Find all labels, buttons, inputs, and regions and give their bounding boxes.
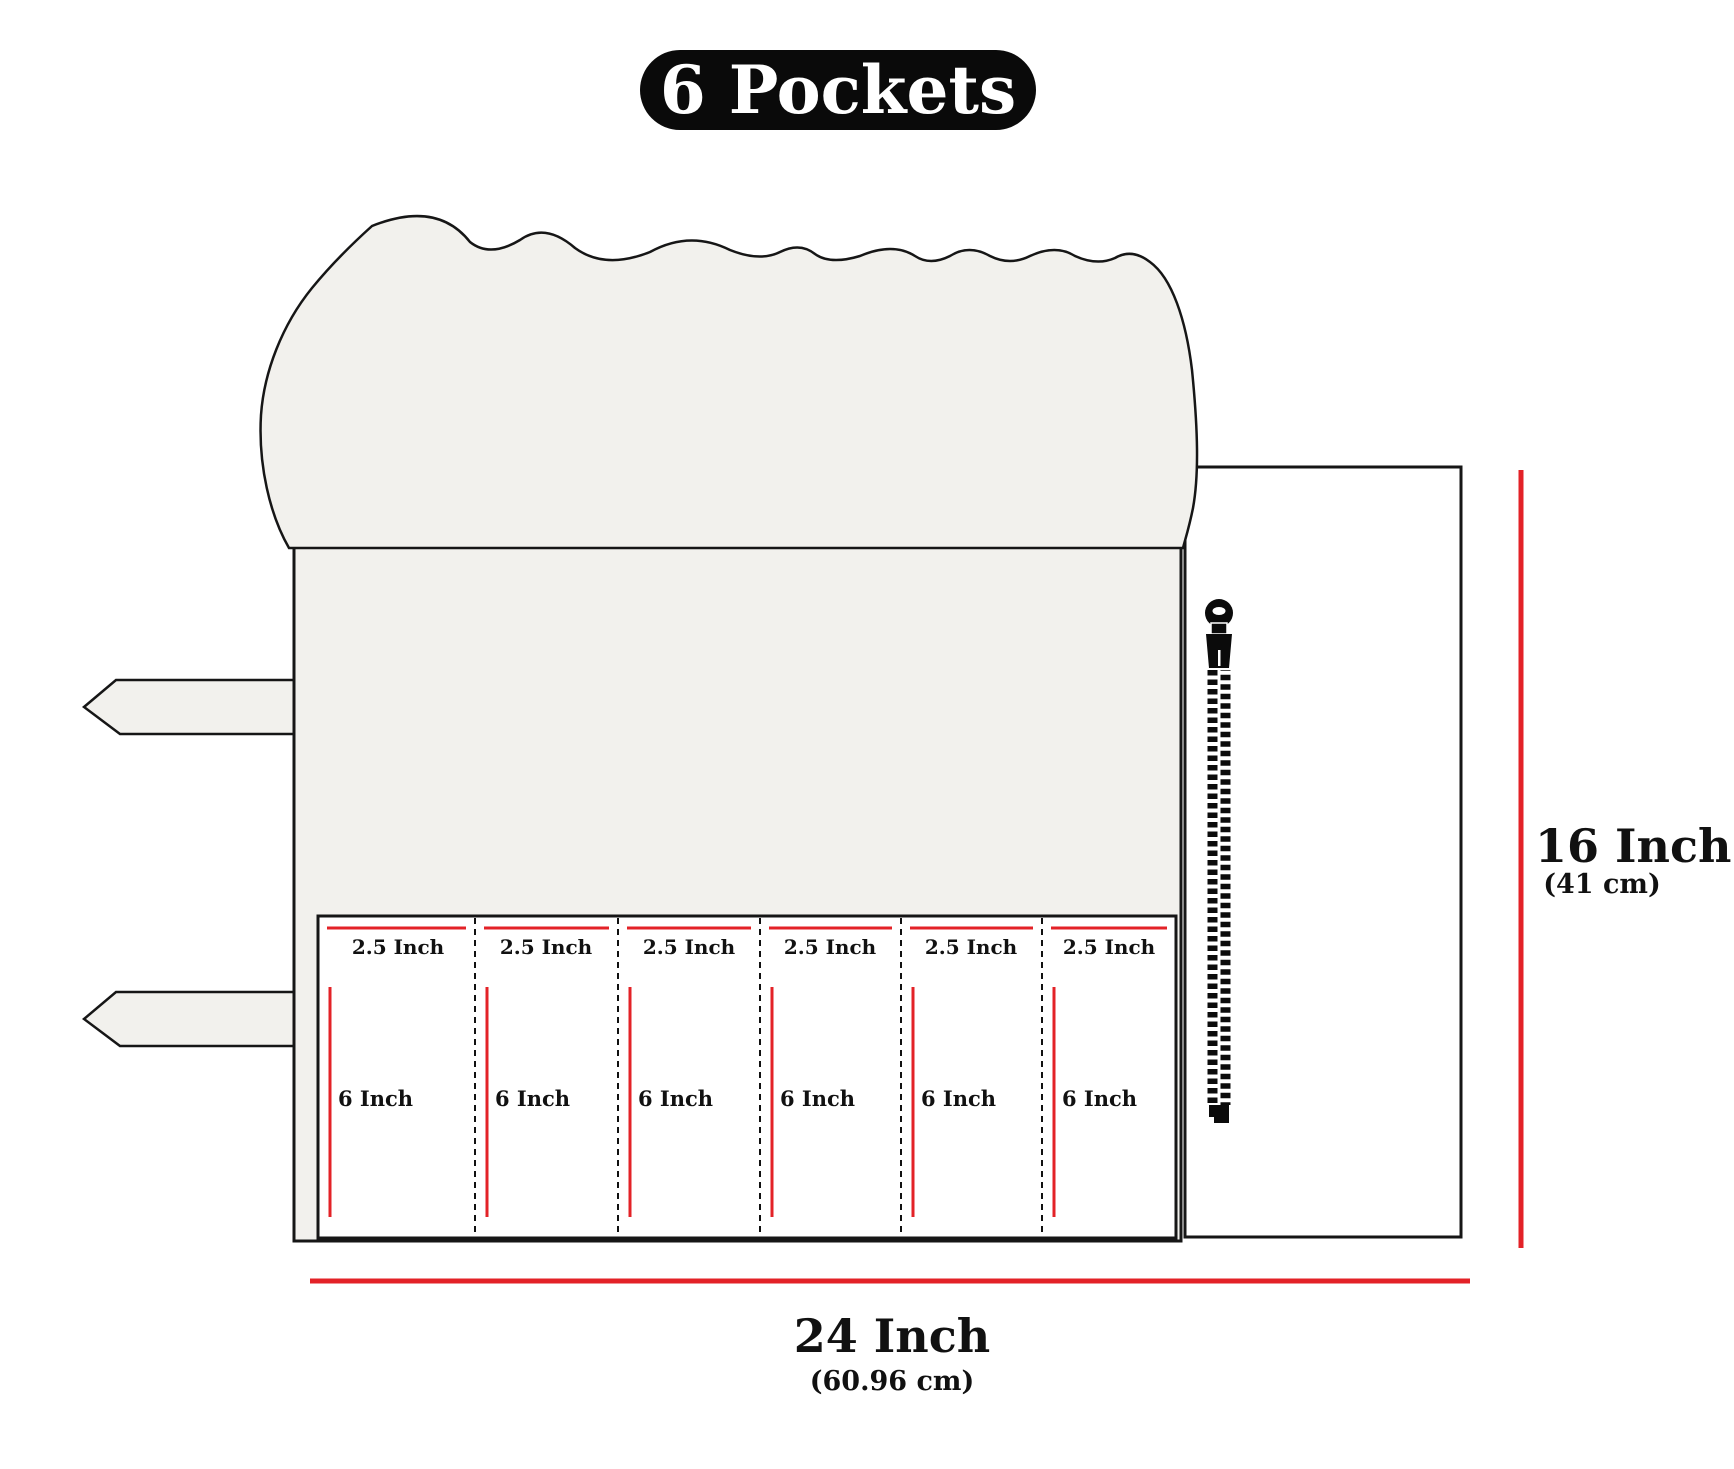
pocket-width-label: 2.5 Inch — [925, 935, 1018, 959]
zipper-pull-bail — [1210, 622, 1228, 635]
tie-strap-bottom — [81, 990, 300, 1048]
flap — [259, 214, 1199, 550]
pocket-width-label: 2.5 Inch — [352, 935, 445, 959]
pocket: 2.5 Inch 6 Inch — [484, 926, 609, 1217]
pocket-width-label: 2.5 Inch — [784, 935, 877, 959]
pocket: 2.5 Inch 6 Inch — [769, 926, 892, 1217]
zipper-pull-hole — [1212, 607, 1226, 615]
height-dimension: 16 Inch (41 cm) — [1518, 470, 1731, 1248]
pocket-height-label: 6 Inch — [780, 1086, 855, 1111]
pocket: 2.5 Inch 6 Inch — [627, 926, 751, 1217]
pocket-height-label: 6 Inch — [638, 1086, 713, 1111]
pocket-panel: 2.5 Inch 6 Inch 2.5 Inch 6 Inch 2.5 Inch… — [316, 914, 1178, 1240]
height-dimension-metric: (41 cm) — [1543, 869, 1661, 900]
pocket-height-label: 6 Inch — [495, 1086, 570, 1111]
pocket-height-label: 6 Inch — [1062, 1086, 1137, 1111]
height-dimension-label: 16 Inch — [1535, 819, 1731, 873]
pocket: 2.5 Inch 6 Inch — [1051, 926, 1167, 1217]
page-title: 6 Pockets — [660, 51, 1016, 129]
width-dimension-metric: (60.96 cm) — [810, 1366, 975, 1397]
pocket-width-label: 2.5 Inch — [643, 935, 736, 959]
zipper-icon — [1205, 599, 1233, 1123]
badge-pill — [640, 50, 1036, 130]
zipper-bottom-stop — [1209, 1105, 1229, 1123]
pocket-panel-outline — [316, 914, 1178, 1240]
pocket-height-label: 6 Inch — [338, 1086, 413, 1111]
pocket-height-label: 6 Inch — [921, 1086, 996, 1111]
width-dimension-label: 24 Inch — [794, 1309, 990, 1363]
pocket: 2.5 Inch 6 Inch — [327, 926, 466, 1217]
tie-straps — [81, 678, 300, 1048]
zipper-slider-slit — [1218, 650, 1221, 666]
title-badge: 6 Pockets — [640, 50, 1036, 130]
pocket: 2.5 Inch 6 Inch — [910, 926, 1033, 1217]
width-dimension: 24 Inch (60.96 cm) — [310, 1278, 1470, 1397]
zipper-panel — [1183, 465, 1463, 1239]
pocket-width-label: 2.5 Inch — [500, 935, 593, 959]
pocket-width-label: 2.5 Inch — [1063, 935, 1156, 959]
tie-strap-top — [81, 678, 300, 736]
